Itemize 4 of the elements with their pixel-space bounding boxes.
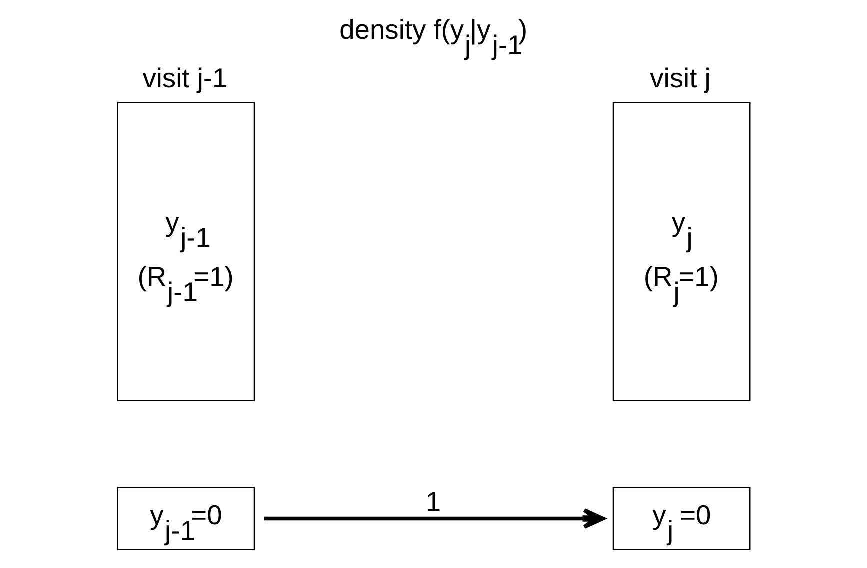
edge-label: 1: [425, 486, 441, 517]
arrow: [264, 508, 605, 530]
node-label: visit j: [650, 62, 710, 94]
node-label: visit j-1: [142, 62, 228, 94]
